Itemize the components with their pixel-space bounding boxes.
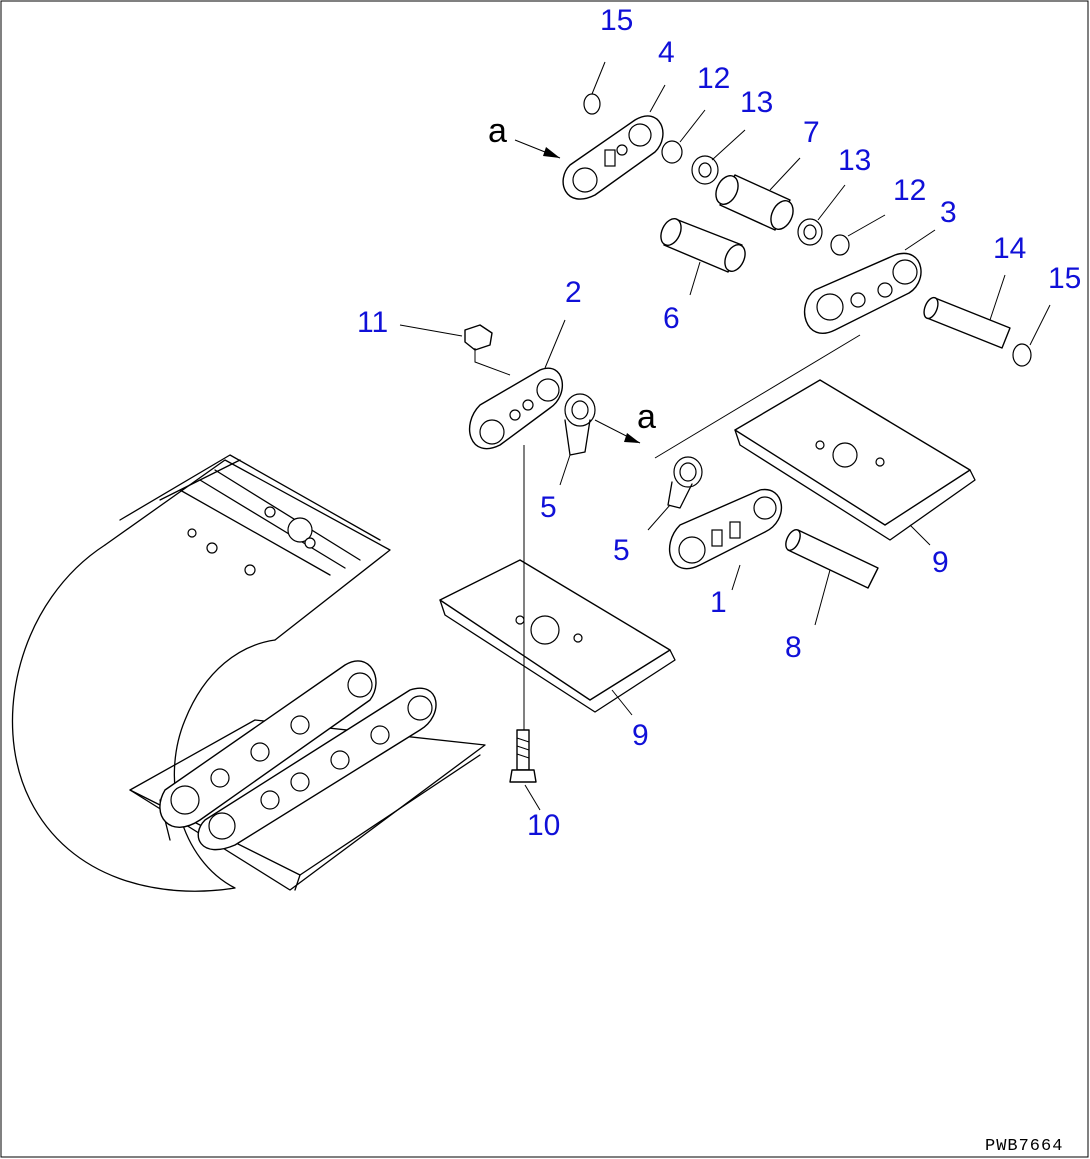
callout-13-right: 13	[838, 144, 871, 177]
view-marker-a-top: a	[488, 112, 507, 150]
part-11-nut	[464, 324, 493, 351]
part-10-bolt	[509, 729, 537, 783]
part-4-link	[562, 115, 664, 200]
callout-15-top: 15	[600, 4, 633, 37]
part-6-bushing	[660, 218, 746, 273]
callout-8: 8	[785, 631, 802, 664]
callout-2: 2	[565, 276, 582, 309]
callout-10: 10	[527, 809, 560, 842]
view-marker-a-middle: a	[637, 398, 656, 436]
part-9-shoe-bottom	[439, 559, 676, 713]
callout-14: 14	[993, 232, 1026, 265]
callout-1: 1	[710, 586, 727, 619]
part-15-snap-ring-top	[583, 93, 601, 115]
callout-3: 3	[940, 196, 957, 229]
callout-11: 11	[357, 306, 388, 339]
callout-6: 6	[663, 302, 680, 335]
part-15-snap-ring-right	[1012, 343, 1032, 367]
track-assembly	[11, 454, 486, 892]
part-7-bushing	[715, 174, 794, 231]
part-9-shoe-right	[734, 379, 976, 541]
callout-9-right: 9	[932, 546, 949, 579]
part-12-washer-right	[830, 234, 850, 256]
callout-7: 7	[803, 116, 820, 149]
callout-12-top: 12	[697, 62, 730, 95]
callout-12-right: 12	[893, 174, 926, 207]
callout-13-top: 13	[740, 86, 773, 119]
callout-labels: 15 4 12 13 7 13 12 3 14 15 6 2 11 5 5 1 …	[357, 4, 1081, 842]
part-8-pin	[785, 529, 879, 589]
part-5-seal-left	[564, 393, 596, 456]
leader-lines	[399, 61, 1051, 811]
part-2-link	[469, 367, 564, 450]
callout-5-right: 5	[613, 534, 630, 567]
callout-9-bottom: 9	[632, 719, 649, 752]
part-3-link	[804, 252, 922, 334]
callout-5-left: 5	[540, 491, 557, 524]
callout-4: 4	[658, 36, 675, 69]
callout-15-right: 15	[1048, 262, 1081, 295]
part-14-pin	[923, 296, 1011, 349]
part-12-washer-top	[661, 140, 683, 164]
drawing-code: PWB7664	[985, 1137, 1063, 1156]
part-5-seal-right	[667, 456, 703, 509]
part-1-link	[669, 488, 782, 570]
